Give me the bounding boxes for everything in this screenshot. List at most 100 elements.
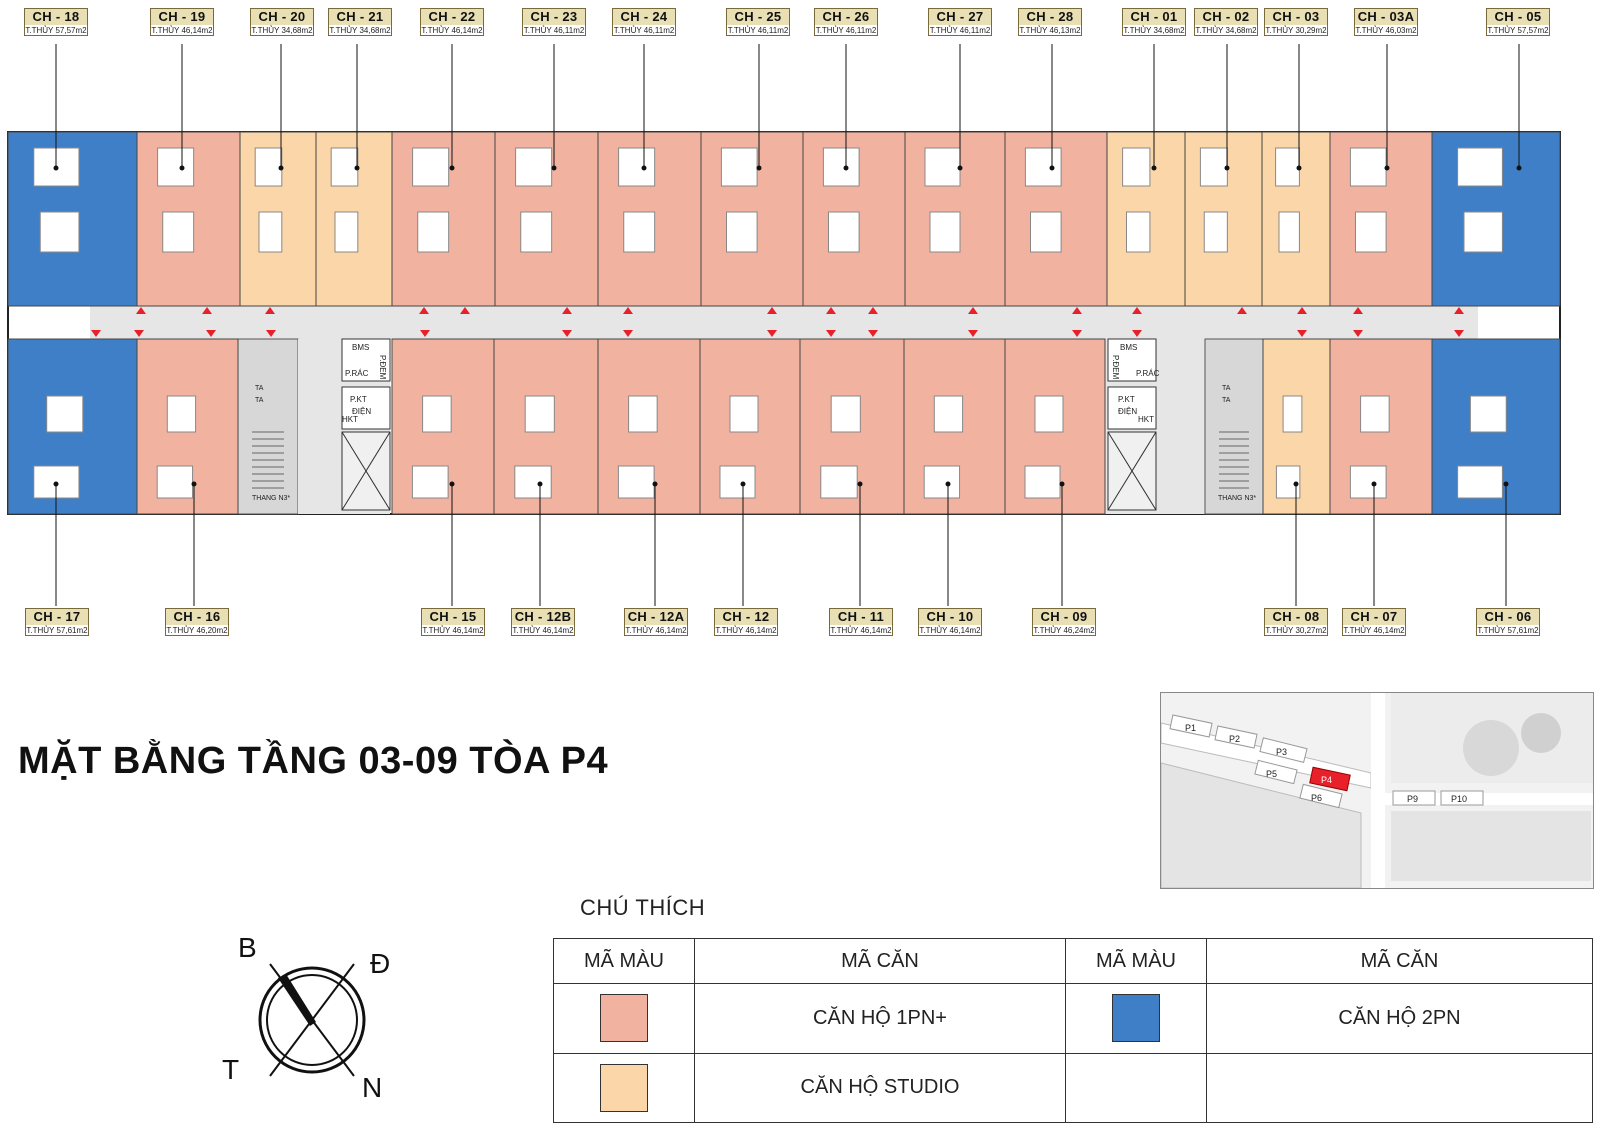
unit-code: CH - 21	[329, 9, 391, 25]
unit-bed-bottom-1	[156, 465, 194, 499]
unit-area: T.THỦY 46,11m2	[523, 26, 585, 35]
leader-dot-bottom-1	[191, 481, 197, 487]
unit-bath-top-4	[417, 211, 450, 253]
compass-north: B	[238, 932, 257, 963]
unit-area: T.THỦY 34,68m2	[329, 26, 391, 35]
label-bms: BMS	[352, 343, 369, 352]
unit-area: T.THỦY 46,14m2	[715, 626, 777, 635]
unit-area: T.THỦY 30,27m2	[1265, 626, 1327, 635]
unit-area: T.THỦY 46,14m2	[512, 626, 574, 635]
label-stair-2: THANG N3*	[1218, 495, 1256, 502]
unit-area: T.THỦY 46,24m2	[1033, 626, 1095, 635]
unit-area: T.THỦY 46,14m2	[625, 626, 687, 635]
unit-code: CH - 16	[166, 609, 228, 625]
lift-cross	[341, 431, 391, 511]
door-marker-bottom-13	[1297, 330, 1307, 337]
door-marker-top-5	[562, 307, 572, 314]
unit-area: T.THỦY 46,14m2	[919, 626, 981, 635]
unit-bed-top-3	[330, 147, 359, 187]
unit-bath-bottom-11	[1469, 395, 1507, 433]
unit-area: T.THỦY 34,68m2	[1123, 26, 1185, 35]
service-room	[1107, 386, 1157, 430]
swatch-2pn	[1112, 994, 1160, 1043]
unit-bath-bottom-6	[830, 395, 861, 433]
unit-bed-top-5	[515, 147, 553, 187]
unit-code: CH - 07	[1343, 609, 1405, 625]
unit-bath-bottom-5	[729, 395, 759, 433]
unit-bath-top-12	[1203, 211, 1228, 253]
unit-area: T.THỦY 46,14m2	[421, 26, 483, 35]
unit-code: CH - 01	[1123, 9, 1185, 25]
door-marker-bottom-15	[1454, 330, 1464, 337]
legend-label-2pn: CĂN HỘ 2PN	[1206, 983, 1593, 1054]
page-title: MẶT BẰNG TẦNG 03-09 TÒA P4	[18, 740, 609, 782]
unit-code: CH - 20	[251, 9, 313, 25]
label-ta-3: TA	[1222, 385, 1231, 392]
leader-dot-bottom-3	[537, 481, 543, 487]
door-marker-top-6	[623, 307, 633, 314]
unit-area: T.THỦY 46,14m2	[422, 626, 484, 635]
leader-dot-top-7	[756, 165, 762, 171]
door-marker-top-15	[1353, 307, 1363, 314]
legend-empty-2	[1206, 1052, 1593, 1124]
unit-bed-top-14	[1349, 147, 1387, 187]
label-pdem-2: P.ĐEM	[1111, 355, 1120, 380]
unit-bath-bottom-8	[1034, 395, 1064, 433]
unit-bed-top-11	[1122, 147, 1151, 187]
unit-code: CH - 12	[715, 609, 777, 625]
label-electrical-1: P.KT	[350, 395, 367, 404]
unit-bed-top-4	[412, 147, 450, 187]
door-marker-bottom-12	[1132, 330, 1142, 337]
service-room	[1107, 338, 1157, 382]
unit-area: T.THỦY 46,11m2	[613, 26, 675, 35]
door-marker-bottom-4	[420, 330, 430, 337]
compass-west: T	[222, 1054, 240, 1085]
leader-dot-top-2	[278, 165, 284, 171]
lot-p1: P1	[1185, 723, 1196, 733]
label-ta-2: TA	[255, 397, 264, 404]
legend-label-studio: CĂN HỘ STUDIO	[694, 1052, 1066, 1124]
unit-bath-top-5	[520, 211, 553, 253]
unit-bed-top-8	[822, 147, 860, 187]
swatch-studio	[600, 1063, 648, 1112]
unit-area: T.THỦY 46,14m2	[830, 626, 892, 635]
door-marker-bottom-11	[1072, 330, 1082, 337]
unit-code: CH - 11	[830, 609, 892, 625]
lot-p9: P9	[1407, 794, 1418, 804]
unit-bed-bottom-4	[617, 465, 655, 499]
legend-row-2: CĂN HỘ STUDIO	[553, 1052, 1593, 1124]
leader-dot-top-8	[843, 165, 849, 171]
legend-swatch-cell-2pn	[1065, 983, 1207, 1054]
unit-bed-bottom-11	[1457, 465, 1503, 499]
label-trash-2: P.RÁC	[1136, 369, 1160, 378]
unit-code: CH - 12A	[625, 609, 687, 625]
door-marker-top-1	[202, 307, 212, 314]
leader-dot-bottom-4	[652, 481, 658, 487]
leader-dot-top-13	[1296, 165, 1302, 171]
unit-bath-bottom-4	[628, 395, 658, 433]
lot-p10: P10	[1451, 794, 1467, 804]
unit-area: T.THỦY 34,68m2	[251, 26, 313, 35]
leader-dot-top-1	[179, 165, 185, 171]
unit-code: CH - 15	[422, 609, 484, 625]
door-marker-top-8	[826, 307, 836, 314]
unit-bath-top-14	[1355, 211, 1387, 253]
door-marker-top-16	[1454, 307, 1464, 314]
door-marker-bottom-10	[968, 330, 978, 337]
stair-core-1	[237, 338, 299, 515]
leader-dot-top-15	[1516, 165, 1522, 171]
legend-header-row: MÃ MÀU MÃ CĂN MÃ MÀU MÃ CĂN	[553, 937, 1593, 985]
leader-dot-top-10	[1049, 165, 1055, 171]
